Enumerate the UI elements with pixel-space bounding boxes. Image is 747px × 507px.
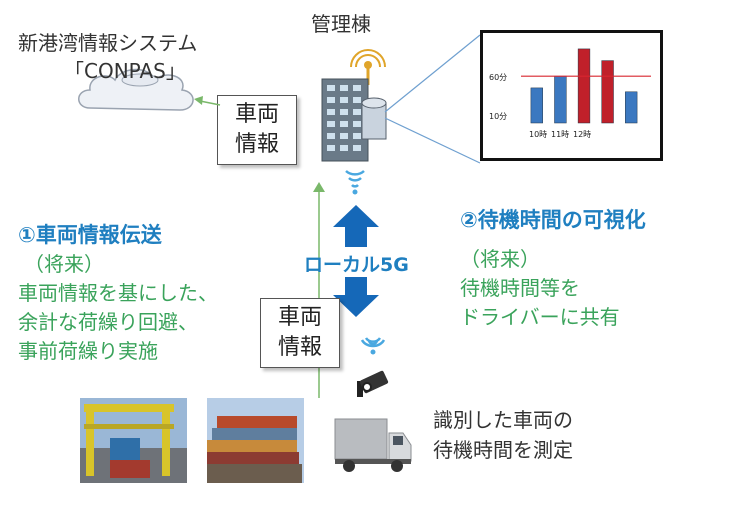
container-yard-photo	[207, 398, 304, 483]
section1-line1: 車両情報を基にした、	[18, 281, 218, 305]
chart-xtick-1: 11時	[551, 130, 569, 139]
conpas-title-line1: 新港湾情報システム	[18, 31, 198, 55]
vehicle-info-top-line1: 車両	[234, 102, 279, 127]
cloud-icon	[78, 68, 194, 111]
vehicle-info-box-mid: 車両 情報	[260, 298, 340, 368]
port-crane-photo	[80, 398, 187, 483]
section2-title: ②待機時間の可視化	[460, 208, 646, 232]
wifi-icon	[345, 170, 365, 195]
chart-ytick-1: 10分	[489, 112, 507, 121]
chart-svg: 60分 10分 10時 11時 12時	[489, 48, 651, 139]
chart-bar-0	[530, 87, 543, 124]
section2: ②待機時間の可視化 （将来） 待機時間等を ドライバーに共有	[460, 205, 646, 332]
conpas-subtitle: 「CONPAS」	[64, 58, 186, 84]
conpas-title: 新港湾情報システム	[18, 30, 197, 56]
section1-title: ①車両情報伝送	[18, 223, 162, 247]
chart-bar-4	[625, 91, 638, 124]
conpas-cloud	[70, 58, 200, 118]
section2-line2: ドライバーに共有	[460, 305, 620, 329]
conpas-title-line2: 「CONPAS」	[64, 59, 186, 83]
local5g-arrows	[333, 205, 379, 317]
truck-icon	[334, 418, 412, 472]
arrow-to-cloud	[194, 96, 221, 106]
vehicle-info-mid-line1: 車両	[277, 305, 322, 330]
callout-lines	[384, 34, 481, 164]
waiting-time-chart: 60分 10分 10時 11時 12時	[480, 30, 663, 161]
chart-xtick-0: 10時	[529, 130, 547, 139]
vehicle-info-top-line2: 情報	[234, 132, 279, 157]
vehicle-info-box-top: 車両 情報	[217, 95, 297, 165]
camera-wifi-icon	[360, 337, 386, 355]
local5g-label: ローカル5G	[304, 254, 409, 276]
truck-caption: 識別した車両の 待機時間を測定	[433, 405, 573, 465]
camera-icon	[357, 370, 389, 397]
chart-bar-3	[601, 60, 614, 124]
truck-caption-line1: 識別した車両の	[433, 408, 573, 432]
vehicle-info-mid-line2: 情報	[277, 335, 322, 360]
section1-line2: 余計な荷繰り回避、	[18, 310, 198, 334]
section1-note: （将来）	[24, 252, 104, 276]
truck-caption-line2: 待機時間を測定	[433, 438, 573, 462]
section2-note: （将来）	[460, 247, 540, 271]
building-label: 管理棟	[311, 12, 371, 36]
chart-ytick-0: 60分	[489, 73, 507, 82]
section1: ①車両情報伝送 （将来） 車両情報を基にした、 余計な荷繰り回避、 事前荷繰り実…	[18, 220, 218, 366]
section1-line3: 事前荷繰り実施	[18, 339, 158, 363]
chart-bar-2	[577, 48, 591, 124]
chart-bar-1	[554, 75, 567, 124]
section2-line1: 待機時間等を	[460, 276, 580, 300]
building-icon	[321, 78, 387, 162]
chart-xtick-2: 12時	[573, 130, 591, 139]
